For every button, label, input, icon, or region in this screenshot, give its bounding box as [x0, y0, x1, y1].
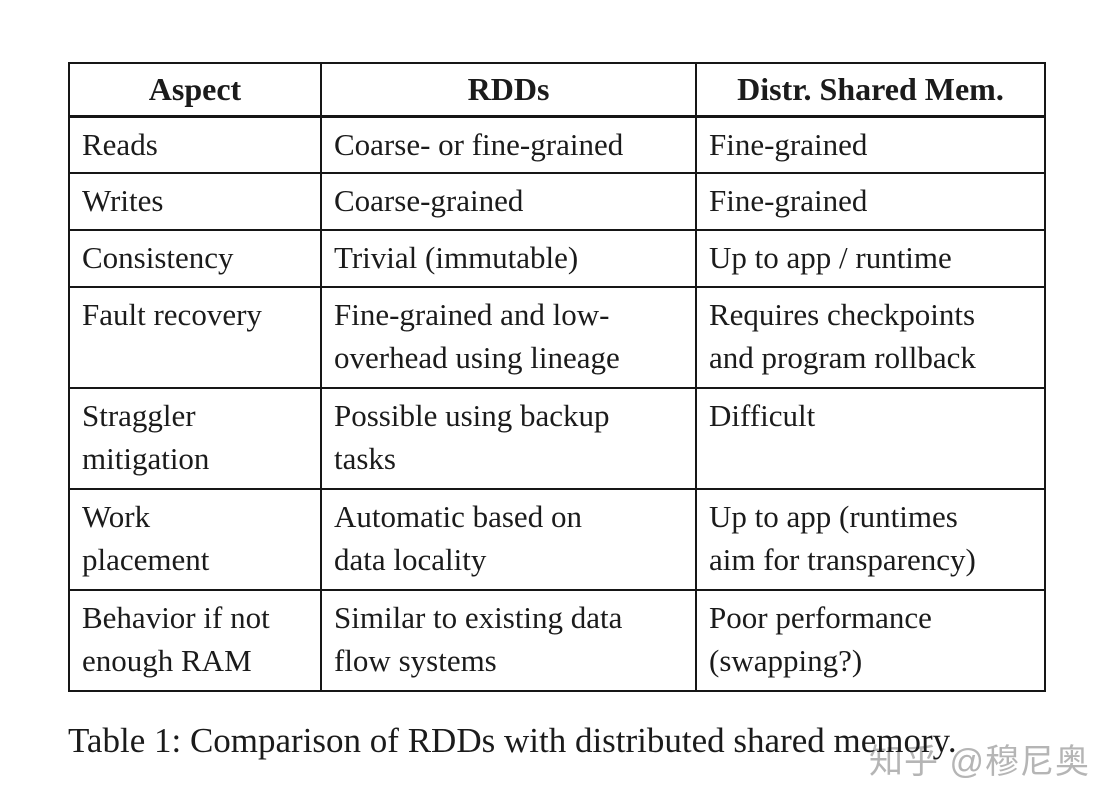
- table-cell: Up to app / runtime: [695, 229, 1046, 288]
- table-cell: Consistency: [68, 229, 322, 288]
- table-cell: Possible using backup tasks: [320, 387, 697, 490]
- table-cell: Similar to existing data flow systems: [320, 589, 697, 692]
- header-rdds: RDDs: [320, 62, 697, 118]
- table-cell: Fine-grained: [695, 172, 1046, 231]
- table-row: Work placement Automatic based on data l…: [68, 488, 1046, 591]
- header-dsm: Distr. Shared Mem.: [695, 62, 1046, 118]
- table-header-row: Aspect RDDs Distr. Shared Mem.: [68, 62, 1046, 118]
- table-cell: Fault recovery: [68, 286, 322, 389]
- header-aspect: Aspect: [68, 62, 322, 118]
- table-cell: Trivial (immutable): [320, 229, 697, 288]
- table-cell: Coarse-grained: [320, 172, 697, 231]
- table-caption: Table 1: Comparison of RDDs with distrib…: [68, 721, 957, 760]
- comparison-table: Aspect RDDs Distr. Shared Mem. Reads Coa…: [68, 62, 1046, 692]
- table-cell: Work placement: [68, 488, 322, 591]
- table-row: Consistency Trivial (immutable) Up to ap…: [68, 229, 1046, 288]
- table-cell: Difficult: [695, 387, 1046, 490]
- table-cell: Coarse- or fine-grained: [320, 115, 697, 174]
- table-cell: Writes: [68, 172, 322, 231]
- zhihu-watermark: 知乎 @穆尼奥: [869, 743, 1090, 781]
- table-row: Straggler mitigation Possible using back…: [68, 387, 1046, 490]
- table-cell: Poor performance (swapping?): [695, 589, 1046, 692]
- table-cell: Automatic based on data locality: [320, 488, 697, 591]
- table-cell: Up to app (runtimes aim for transparency…: [695, 488, 1046, 591]
- table-row: Writes Coarse-grained Fine-grained: [68, 172, 1046, 231]
- table-cell: Behavior if not enough RAM: [68, 589, 322, 692]
- table-cell: Fine-grained and low- overhead using lin…: [320, 286, 697, 389]
- table-row: Behavior if not enough RAM Similar to ex…: [68, 589, 1046, 692]
- table-cell: Reads: [68, 115, 322, 174]
- table-cell: Fine-grained: [695, 115, 1046, 174]
- table-cell: Straggler mitigation: [68, 387, 322, 490]
- table-row: Fault recovery Fine-grained and low- ove…: [68, 286, 1046, 389]
- table-cell: Requires checkpoints and program rollbac…: [695, 286, 1046, 389]
- table-row: Reads Coarse- or fine-grained Fine-grain…: [68, 115, 1046, 174]
